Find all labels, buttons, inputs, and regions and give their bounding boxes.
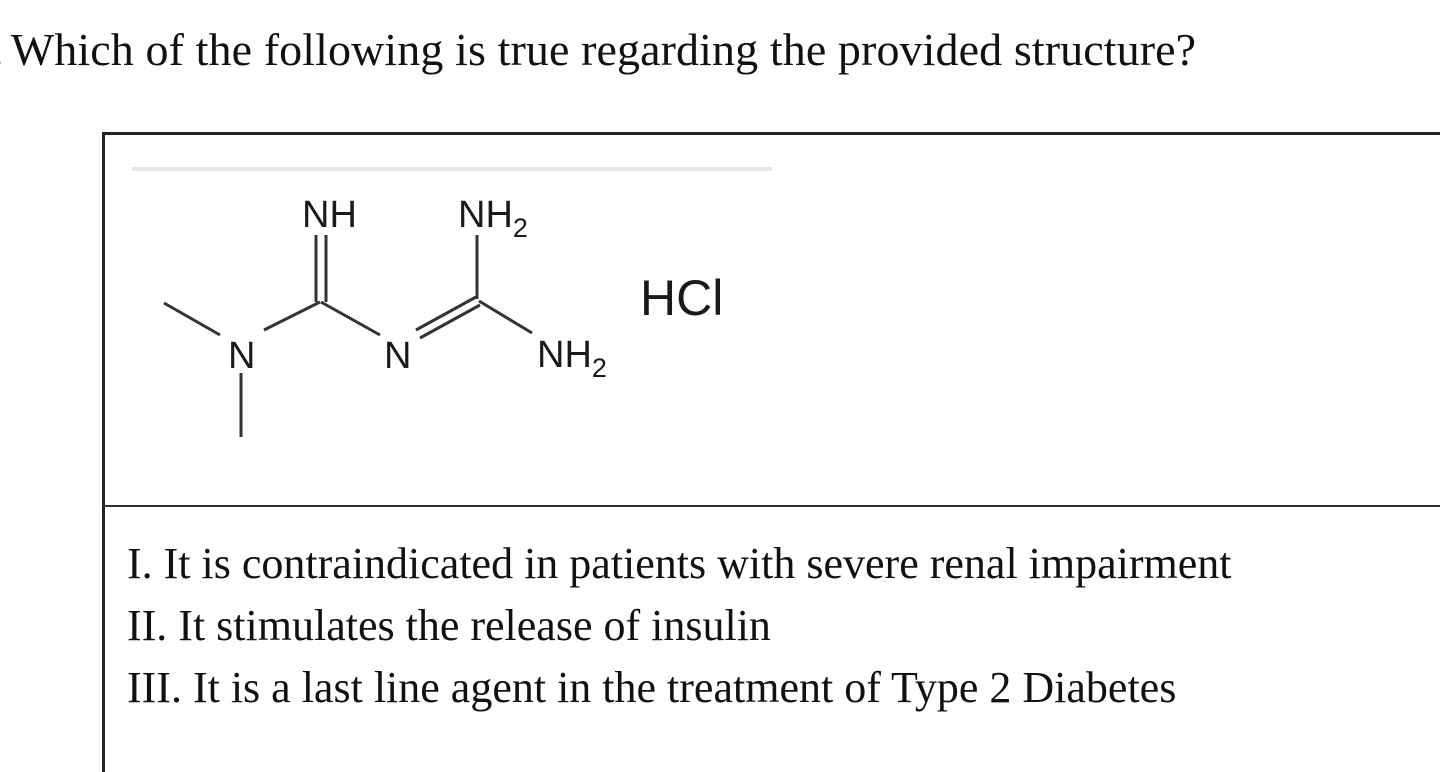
atom-nh2-right-subscript: 2 xyxy=(592,353,607,383)
statement-ii: II. It stimulates the release of insulin xyxy=(127,601,771,650)
structure-drawing: N N NH NH2 NH2 HCl xyxy=(163,194,723,437)
bond-n-c2-b xyxy=(419,303,481,340)
atom-n-methyl: N xyxy=(228,335,255,377)
atom-nh2-right-main: NH xyxy=(537,334,592,376)
statement-list: I. It is contraindicated in patients wit… xyxy=(127,533,1232,719)
structure-top-rule xyxy=(132,167,772,171)
bond-c2-nh2-right xyxy=(478,299,533,335)
atom-nh2-top: NH2 xyxy=(458,194,528,243)
bond-n-c1 xyxy=(263,300,321,332)
atom-nh2-right: NH2 xyxy=(537,334,607,383)
chemical-structure: N N NH NH2 NH2 HCl xyxy=(130,175,790,465)
bond-n-c2-a xyxy=(415,295,477,332)
question-text: . Which of the following is true regardi… xyxy=(0,22,1196,78)
question-table xyxy=(102,132,1440,772)
atom-nh2-top-subscript: 2 xyxy=(513,213,528,243)
atom-nh2-top-main: NH xyxy=(458,194,513,236)
salt-label: HCl xyxy=(640,270,723,326)
bond-c1-n xyxy=(320,300,381,337)
table-row-divider xyxy=(102,505,1440,507)
atom-n-imine: N xyxy=(384,335,411,377)
bond-methyl-upper xyxy=(163,301,221,337)
statement-i: I. It is contraindicated in patients wit… xyxy=(127,539,1232,588)
statement-iii: III. It is a last line agent in the trea… xyxy=(127,663,1177,712)
atom-nh-top: NH xyxy=(302,194,357,236)
question-prompt: Which of the following is true regarding… xyxy=(10,24,1197,75)
